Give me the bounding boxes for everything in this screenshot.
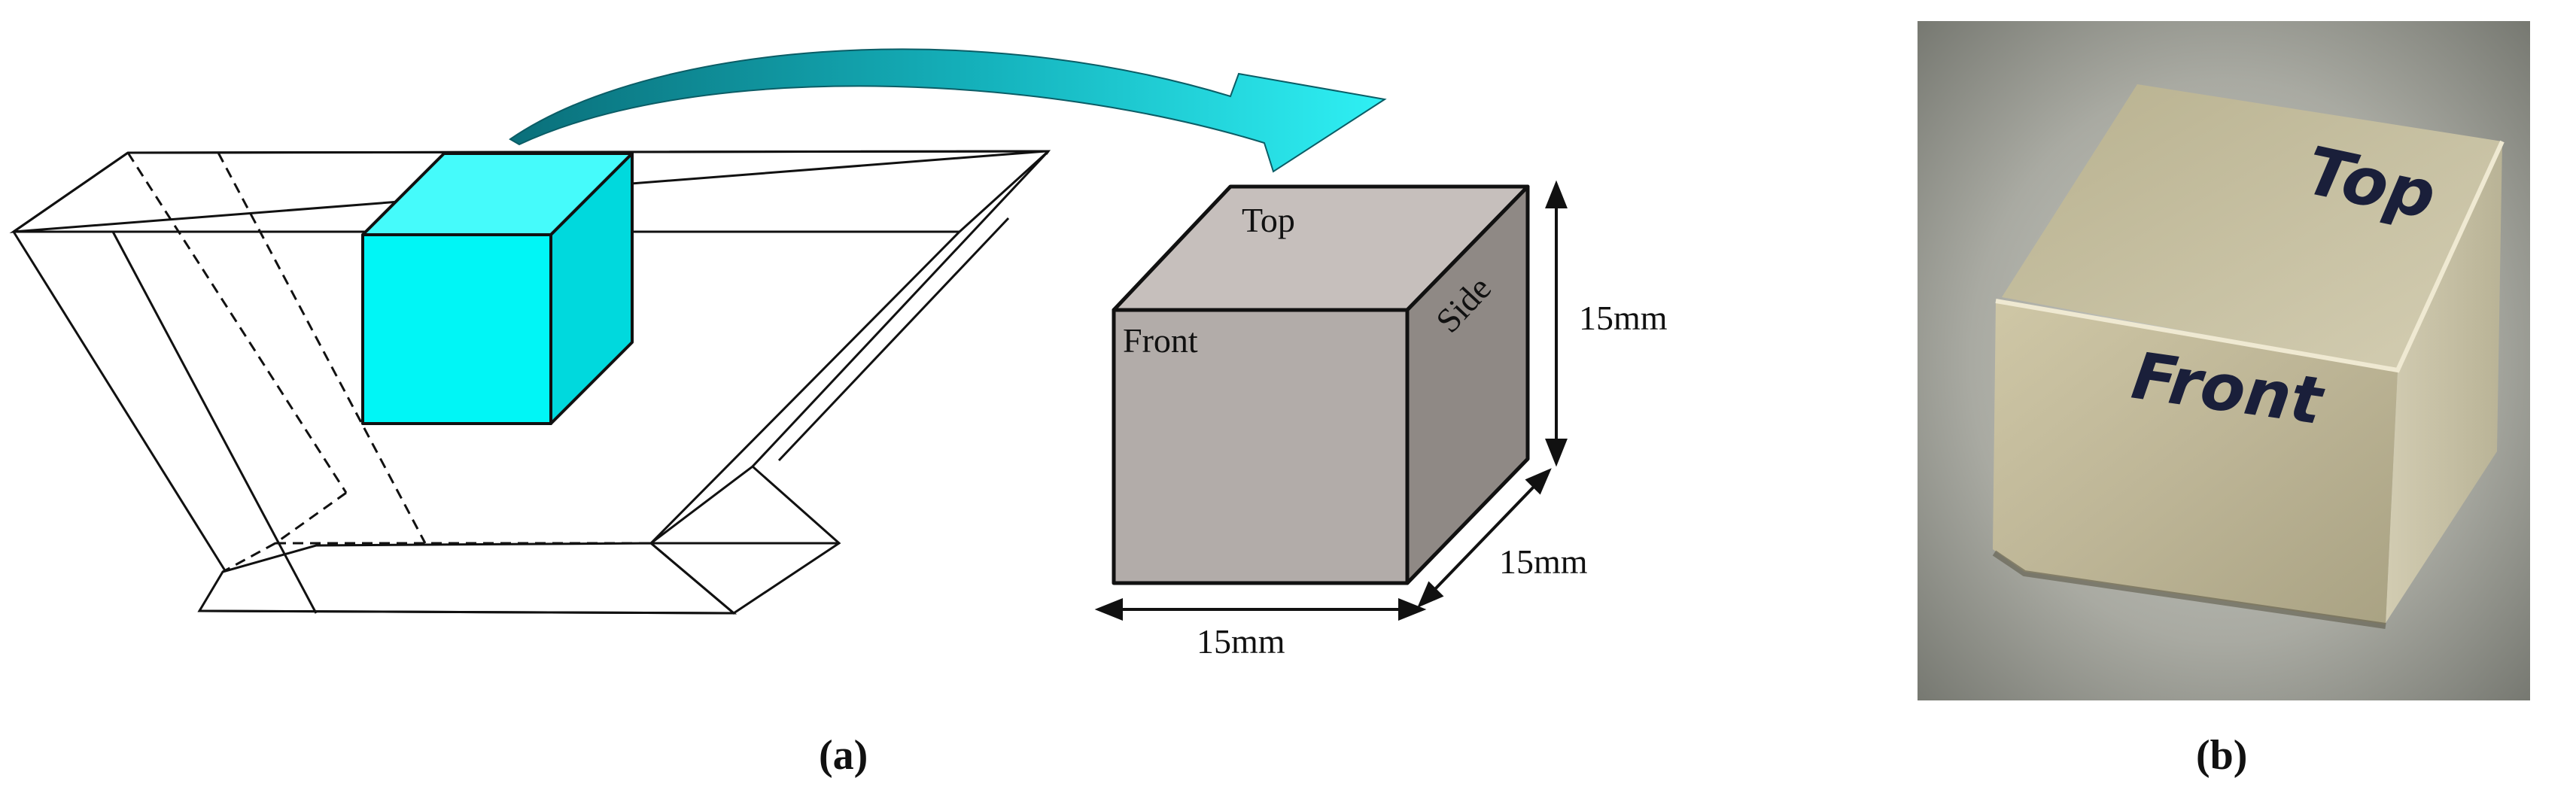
photo-cube-side <box>2386 141 2502 623</box>
specimen-cube-front <box>1112 308 1410 585</box>
plate-right-wall-1 <box>751 150 1050 468</box>
photo-cube-front <box>1993 302 2398 624</box>
dim-width-arrow-left <box>1094 598 1123 621</box>
dim-depth-arrow-bottom <box>1417 581 1444 608</box>
plate-left-wall-1 <box>12 231 227 573</box>
label-dim-width: 15mm <box>1197 622 1285 661</box>
plate-right-wall-3 <box>649 230 961 545</box>
dim-depth-line <box>1432 484 1537 592</box>
label-top: Top <box>1242 201 1295 239</box>
panel-label-b: (b) <box>2196 732 2247 779</box>
hidden-edge-4 <box>222 542 276 573</box>
plate-left-wall-2 <box>111 231 318 614</box>
cyan-cube <box>361 152 634 425</box>
photo-cube-top <box>2002 84 2502 370</box>
label-dim-height: 15mm <box>1579 299 1668 337</box>
dimension-lines <box>1094 180 1568 621</box>
plate-rim-left <box>13 151 129 233</box>
plate-base-front <box>199 609 734 615</box>
hidden-edge-1 <box>126 152 348 494</box>
photo-cube-shadow <box>1992 550 2386 629</box>
hidden-edge-2 <box>217 152 427 544</box>
label-dim-depth: 15mm <box>1499 542 1588 581</box>
specimen-photo: Top Front <box>1918 21 2530 700</box>
plate-right-foot <box>649 465 841 615</box>
photo-cube-edge-top <box>1995 140 2505 373</box>
dim-width-arrow-right <box>1398 598 1427 621</box>
build-plate-drawing <box>9 150 1051 615</box>
panel-label-a: (a) <box>819 732 868 779</box>
dim-depth-arrow-top <box>1525 468 1552 495</box>
dim-height-arrow-bottom <box>1545 439 1568 467</box>
label-front: Front <box>1123 321 1198 360</box>
hidden-edge-3 <box>275 491 347 545</box>
plate-base <box>197 542 738 615</box>
plate-rim-right <box>958 150 1050 233</box>
transfer-arrow <box>509 48 1387 173</box>
dim-height-arrow-top <box>1545 180 1568 208</box>
specimen-cube <box>1112 184 1530 585</box>
plate-right-wall-2 <box>777 217 1010 462</box>
cyan-cube-front <box>361 233 552 425</box>
